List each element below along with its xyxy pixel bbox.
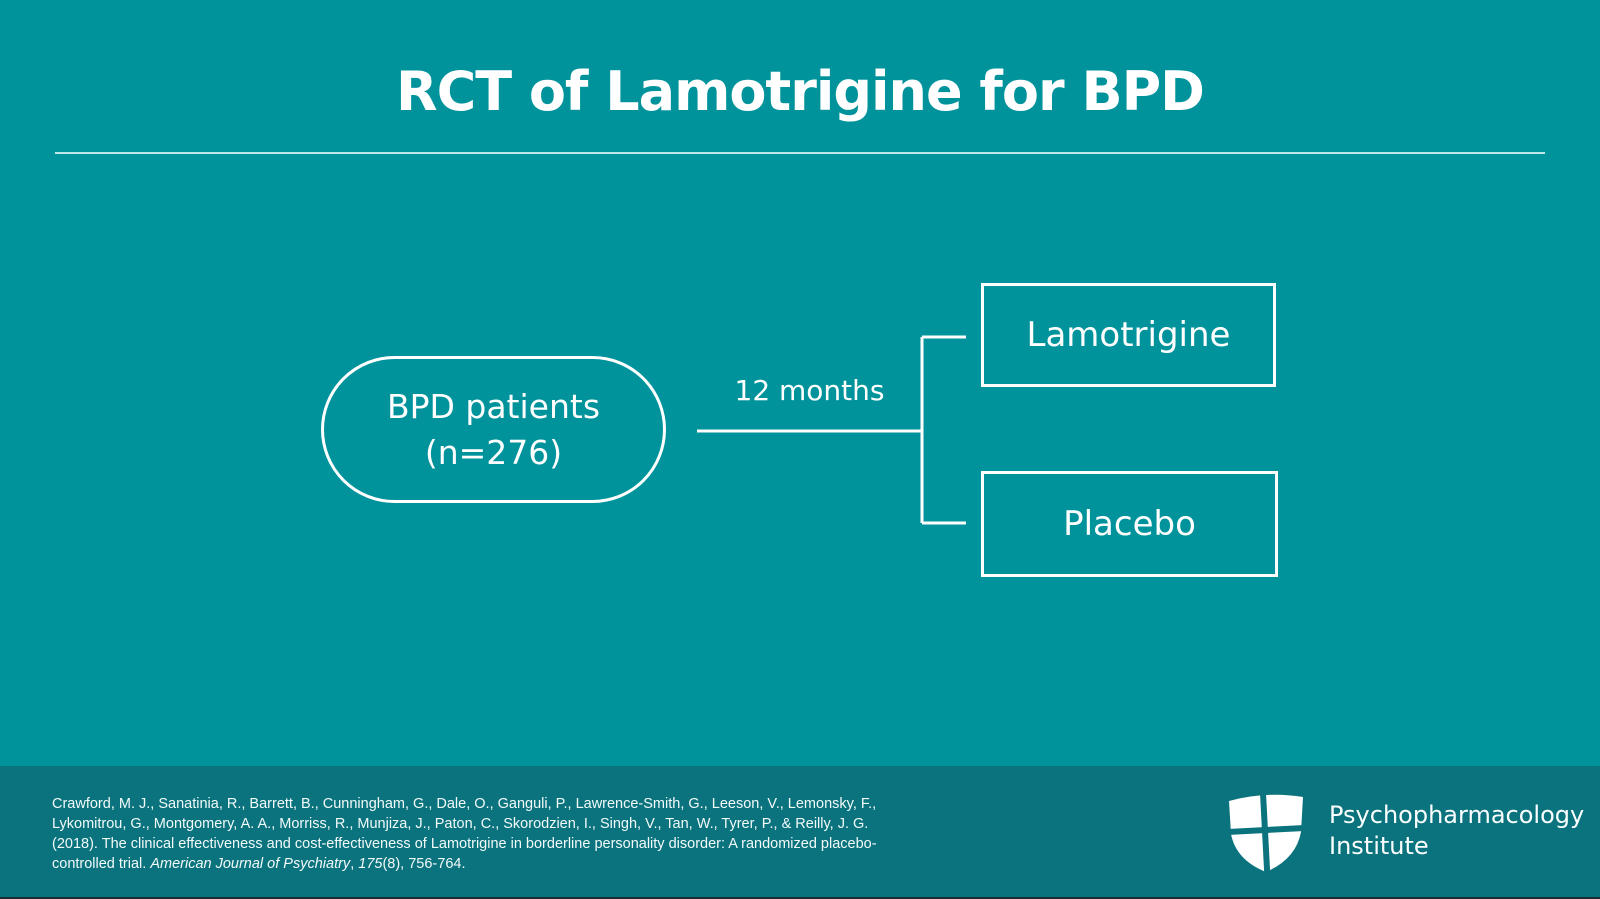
arm-box-placebo: Placebo (981, 471, 1278, 577)
org-name: Psychopharmacology Institute (1329, 800, 1584, 862)
citation-volume: 175 (358, 855, 383, 872)
citation-text: Crawford, M. J., Sanatinia, R., Barrett,… (52, 794, 904, 874)
org-name-line2: Institute (1329, 832, 1429, 860)
arm-label: Placebo (1063, 504, 1196, 544)
org-name-line1: Psychopharmacology (1329, 801, 1585, 829)
title-divider (55, 152, 1545, 154)
citation-separator: , (350, 855, 359, 872)
shield-cross-icon (1225, 788, 1307, 874)
population-node: BPD patients (n=276) (321, 356, 666, 503)
population-label-line1: BPD patients (386, 386, 601, 426)
duration-label: 12 months (734, 374, 885, 407)
page-title: RCT of Lamotrigine for BPD (395, 60, 1205, 123)
arm-box-lamotrigine: Lamotrigine (981, 283, 1276, 387)
population-label-line2: (n=276) (424, 432, 563, 472)
citation-journal: American Journal of Psychiatry (150, 855, 351, 872)
citation-authors-title: Crawford, M. J., Sanatinia, R., Barrett,… (52, 795, 877, 872)
org-logo: Psychopharmacology Institute (1225, 788, 1584, 874)
bottom-edge (0, 897, 1600, 899)
citation-issue-pages: (8), 756-764. (382, 855, 466, 872)
footer-bar: Crawford, M. J., Sanatinia, R., Barrett,… (0, 766, 1600, 899)
arm-label: Lamotrigine (1026, 315, 1231, 355)
